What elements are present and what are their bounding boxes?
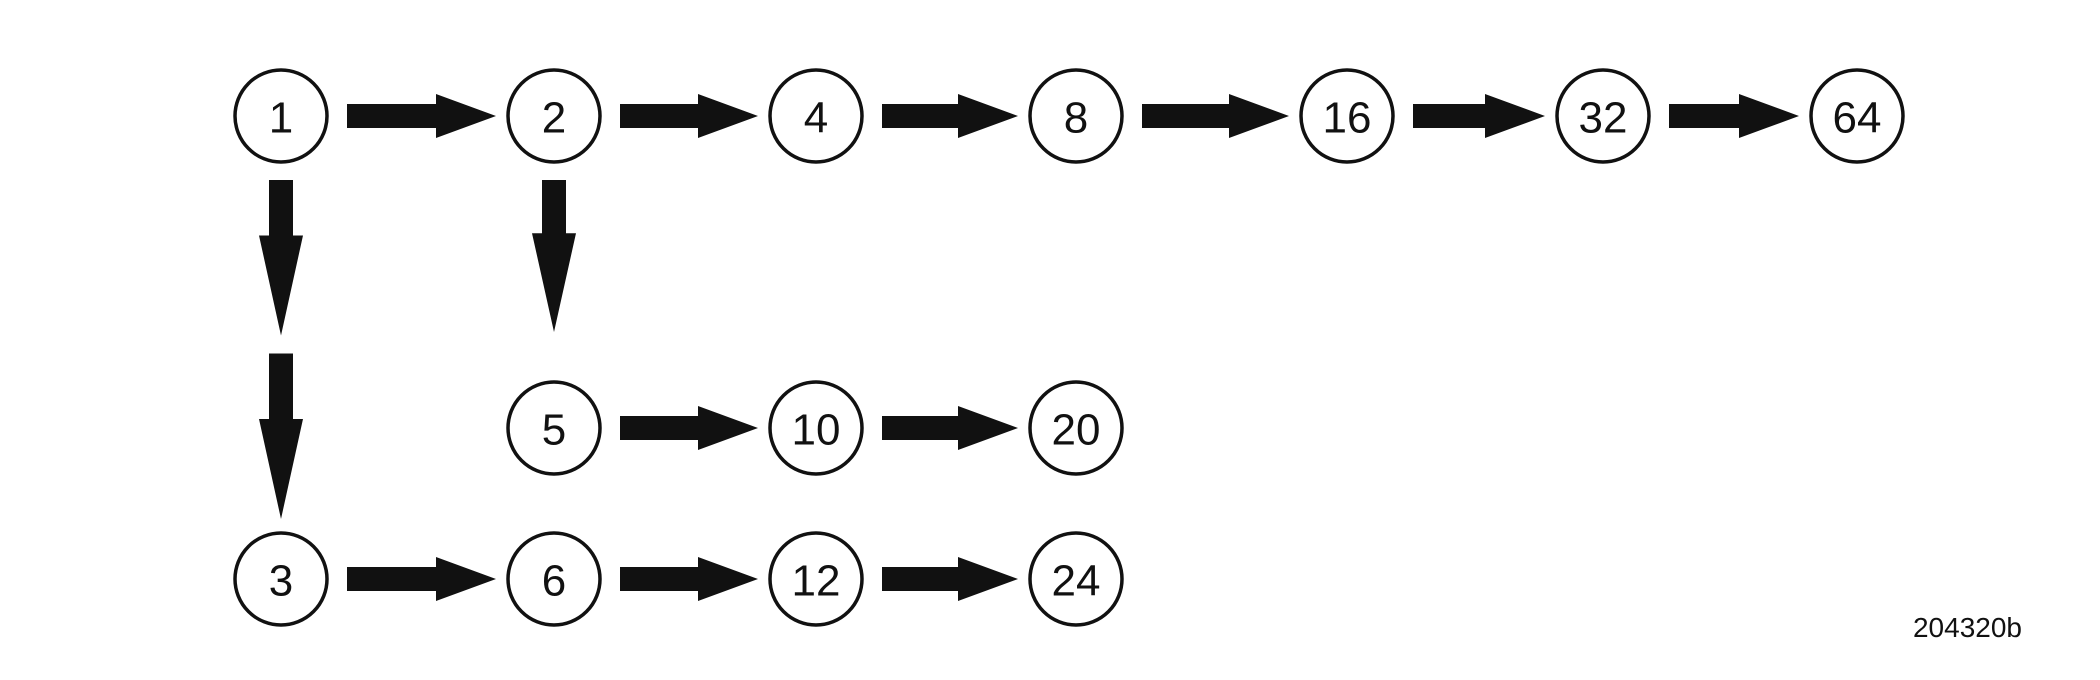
node-circle [768, 531, 864, 627]
node-circle [506, 531, 602, 627]
arrow-10-to-20 [882, 406, 1018, 450]
node-circle [768, 380, 864, 476]
node-label: 24 [1052, 557, 1101, 606]
node-6: 6 [506, 531, 602, 627]
figure-id-label: 204320b [1912, 612, 2022, 643]
arrow-2-to-5 [532, 180, 576, 332]
arrow-1-to-2 [347, 94, 496, 138]
arrow-1-to-3-lower [259, 353, 303, 519]
node-circle [1028, 531, 1124, 627]
node-circle [506, 68, 602, 164]
node-circle [1028, 380, 1124, 476]
node-8: 8 [1028, 68, 1124, 164]
node-64: 64 [1809, 68, 1905, 164]
node-label: 2 [542, 94, 566, 143]
node-label: 16 [1323, 94, 1372, 143]
node-1: 1 [233, 68, 329, 164]
arrow-5-to-10 [620, 406, 758, 450]
arrow-3-to-6 [347, 557, 496, 601]
node-circle [1555, 68, 1651, 164]
arrow-2-to-4 [620, 94, 758, 138]
arrow-1-to-3-upper [259, 180, 303, 336]
node-label: 20 [1052, 406, 1101, 455]
node-label: 32 [1579, 94, 1628, 143]
node-circle [1809, 68, 1905, 164]
node-20: 20 [1028, 380, 1124, 476]
node-circle [768, 68, 864, 164]
node-circle [1299, 68, 1395, 164]
node-12: 12 [768, 531, 864, 627]
node-circle [233, 68, 329, 164]
node-circle [506, 380, 602, 476]
node-label: 12 [792, 557, 841, 606]
node-32: 32 [1555, 68, 1651, 164]
arrow-6-to-12 [620, 557, 758, 601]
node-label: 4 [804, 94, 828, 143]
arrow-8-to-16 [1142, 94, 1289, 138]
node-16: 16 [1299, 68, 1395, 164]
arrow-32-to-64 [1669, 94, 1799, 138]
node-3: 3 [233, 531, 329, 627]
node-label: 3 [269, 557, 293, 606]
node-4: 4 [768, 68, 864, 164]
node-5: 5 [506, 380, 602, 476]
node-circle [1028, 68, 1124, 164]
node-10: 10 [768, 380, 864, 476]
node-label: 10 [792, 406, 841, 455]
node-label: 64 [1833, 94, 1882, 143]
node-24: 24 [1028, 531, 1124, 627]
node-2: 2 [506, 68, 602, 164]
node-label: 5 [542, 406, 566, 455]
arrow-4-to-8 [882, 94, 1018, 138]
arrows-layer [259, 94, 1799, 601]
node-label: 6 [542, 557, 566, 606]
node-label: 8 [1064, 94, 1088, 143]
node-circle [233, 531, 329, 627]
arrow-16-to-32 [1413, 94, 1545, 138]
node-label: 1 [269, 94, 293, 143]
arrow-12-to-24 [882, 557, 1018, 601]
